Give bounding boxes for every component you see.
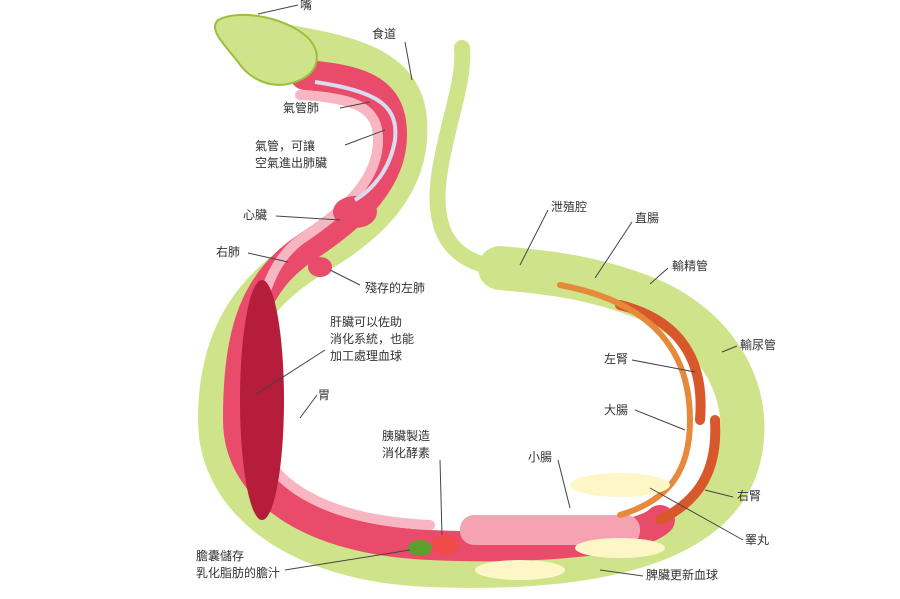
label-vestigial-left-lung: 殘存的左肺 (365, 281, 426, 295)
label-esophagus: 食道 (372, 27, 397, 41)
label-testis: 睪丸 (745, 533, 770, 547)
label-gallbladder: 膽囊儲存 乳化脂肪的膽汁 (196, 549, 281, 580)
pancreas (431, 535, 459, 555)
label-ureter: 輸尿管 (740, 338, 777, 352)
right-kidney (655, 415, 721, 525)
snake-head (214, 13, 318, 86)
label-stomach: 胃 (318, 388, 331, 402)
large-intestine (557, 282, 694, 518)
label-right-lung: 右肺 (216, 245, 241, 259)
label-liver: 肝臟可以佐助 消化系統，也能 加工處理血球 (330, 315, 415, 363)
label-left-kidney: 左腎 (604, 352, 629, 366)
heart (333, 196, 377, 228)
fat-body (570, 473, 670, 497)
label-tracheal-lung: 氣管肺 (283, 101, 320, 115)
label-spleen: 脾臟更新血球 (646, 568, 719, 582)
label-right-kidney: 右腎 (737, 489, 762, 503)
left-kidney (615, 300, 706, 425)
label-trachea: 氣管，可讓 空氣進出肺臟 (255, 139, 328, 170)
label-heart: 心臟 (243, 208, 268, 222)
label-vas-deferens: 輸精管 (672, 259, 709, 273)
label-large-intestine: 大腸 (604, 403, 629, 417)
label-cloaca: 泄殖腔 (551, 200, 588, 214)
fat-body (475, 560, 565, 580)
fat-body (575, 538, 665, 558)
vestigial-left-lung (308, 257, 332, 277)
snake-tail (429, 40, 508, 276)
label-rectum: 直腸 (635, 211, 660, 225)
trachea (314, 80, 398, 202)
gallbladder (408, 540, 432, 556)
label-mouth: 嘴 (300, 0, 313, 12)
gut-lining (249, 90, 435, 530)
label-small-intestine: 小腸 (528, 450, 553, 464)
small-intestine (460, 515, 640, 545)
right-lung (240, 280, 284, 520)
label-pancreas: 胰臟製造 消化酵素 (382, 429, 431, 460)
